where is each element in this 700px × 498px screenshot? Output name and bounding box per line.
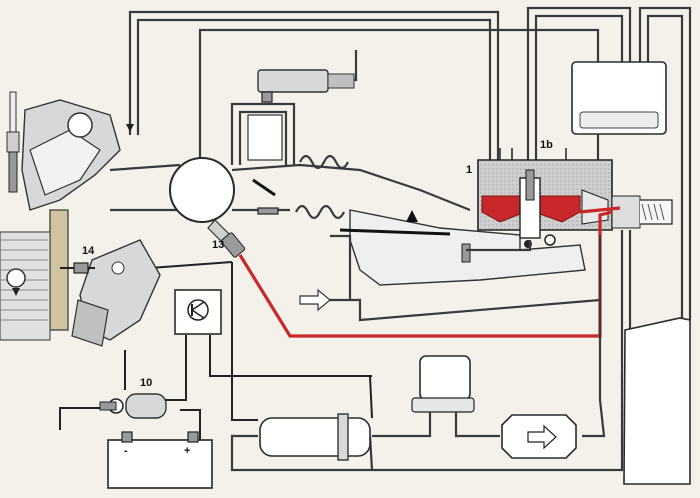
battery-plus: + — [184, 445, 190, 457]
battery-minus: - — [124, 445, 128, 457]
flow-direction-arrow-icon — [527, 424, 557, 450]
air-flow-up-arrow-icon — [406, 210, 418, 222]
auxiliary-air-valve — [230, 50, 358, 165]
spark-plug — [6, 91, 20, 193]
down-arrow-icon — [12, 288, 20, 296]
intake-manifold — [109, 154, 471, 220]
label-13: 13 — [212, 239, 224, 251]
fuel-filter — [501, 414, 577, 459]
air-intake-arrow-icon — [299, 288, 331, 312]
air-flow-sensor-housing — [299, 209, 601, 322]
throttle-housing — [257, 207, 279, 215]
fuel-line-red-link — [579, 206, 621, 214]
regulator-base — [579, 111, 659, 129]
sensor-lever — [466, 240, 532, 252]
fuel-accumulator — [372, 355, 500, 438]
fuel-tank — [623, 317, 691, 485]
injector-13-body — [169, 157, 246, 258]
label-1b: 1b — [540, 139, 553, 151]
label-10: 10 — [140, 377, 152, 389]
ignition-switch — [99, 393, 167, 419]
electric-fuel-pump — [259, 375, 373, 461]
fuel-distributor — [477, 148, 673, 248]
return-pipe-loop — [128, 6, 692, 320]
battery — [107, 431, 213, 489]
label-14: 14 — [82, 245, 95, 257]
safety-relay — [174, 289, 222, 335]
engine-cylinder-head — [0, 99, 121, 341]
wiring-harness — [59, 261, 372, 440]
label-1: 1 — [466, 164, 472, 176]
throttle-plate — [252, 178, 276, 197]
return-arrow-icon — [126, 124, 134, 132]
ignition-distributor — [60, 239, 161, 347]
